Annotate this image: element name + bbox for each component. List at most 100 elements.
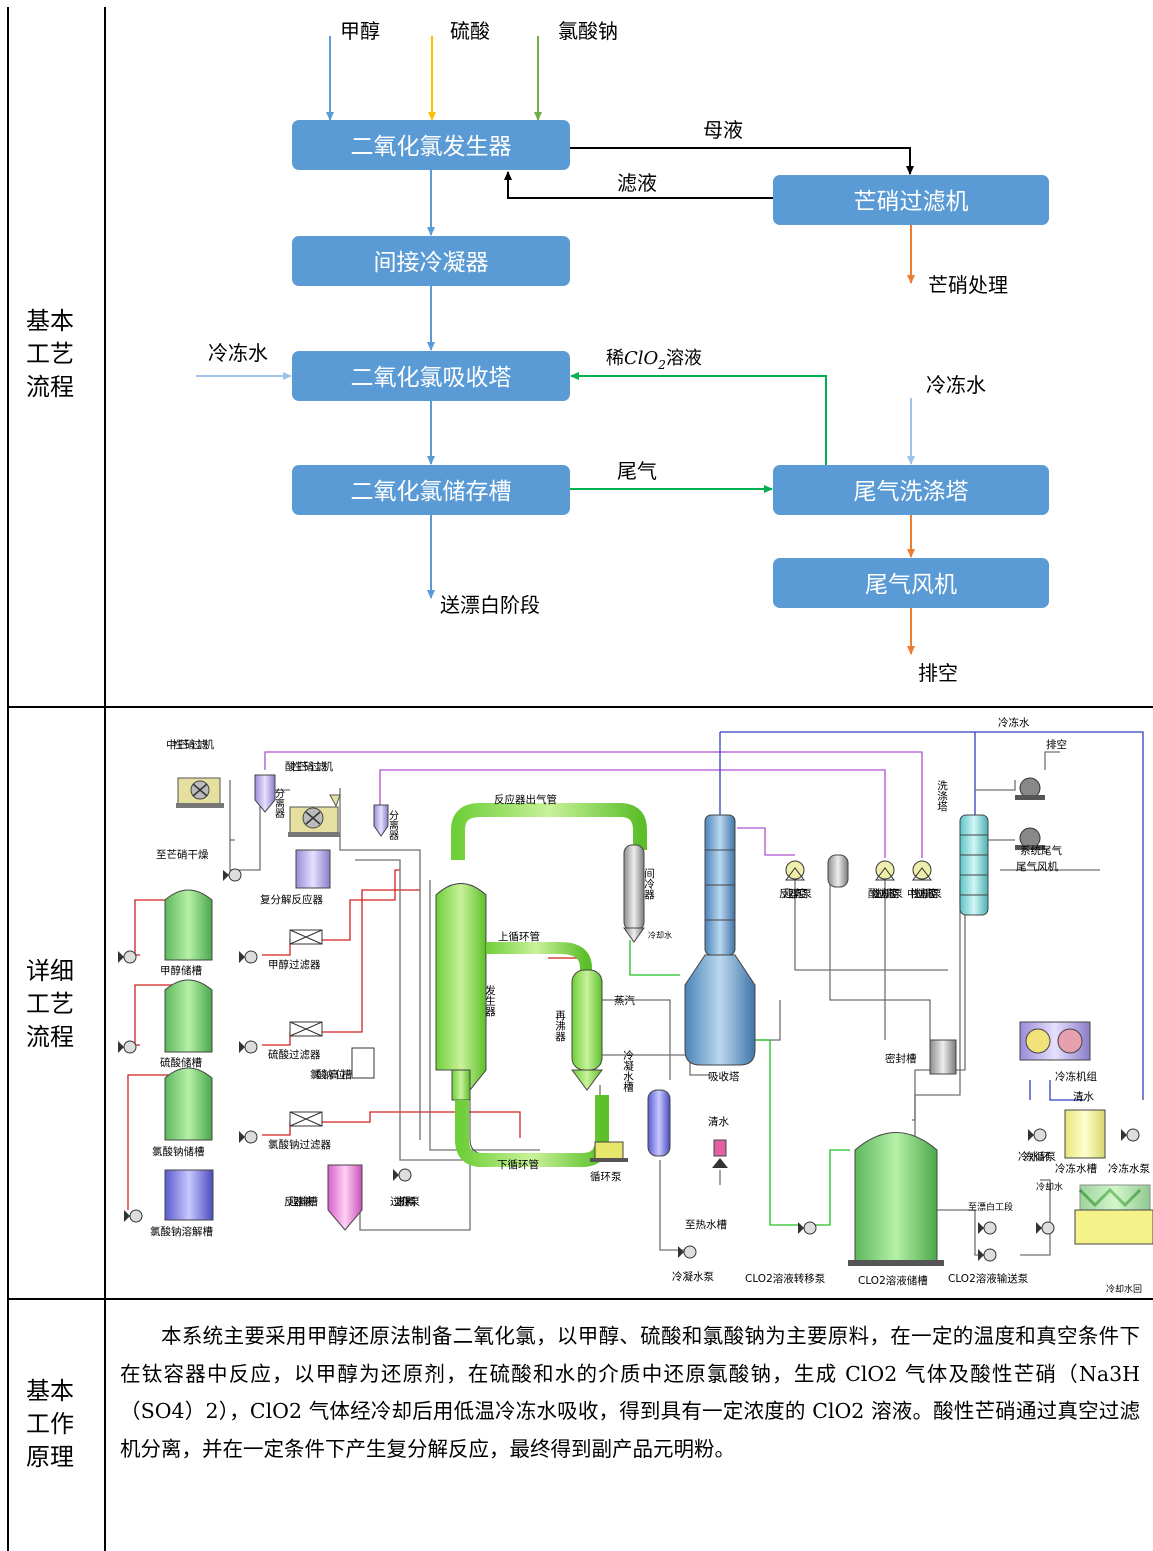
condensate-tank (647, 1089, 671, 1157)
grey-line-20 (1020, 1179, 1051, 1256)
purple-line-top (264, 751, 923, 858)
acid-vacuum-pump (875, 860, 895, 881)
acid-filter (288, 794, 341, 837)
treatment-label: 芒硝处理 (928, 273, 1008, 297)
seal-tank (929, 1039, 957, 1075)
fan-box (773, 558, 1049, 608)
system-tail-gas-label: 系统尾气 (1020, 844, 1062, 857)
detail-flow-diagram: 中性芒硝过滤机 至芒硝干燥 分离器 分离器 酸性芒硝过滤机 复分解反应器 甲醇储… (118, 716, 1153, 1295)
absorber-box (292, 351, 570, 401)
grey-line-1 (229, 780, 235, 841)
clo2-storage-tank (848, 1132, 944, 1266)
scrubber-tower (959, 814, 989, 916)
acid-filter-device-label: 硫酸过滤器 (268, 1048, 321, 1061)
pump-methanol-left (118, 950, 137, 964)
grey-line-18 (1044, 751, 1060, 770)
chilled-water-right-label: 冷冻水 (926, 373, 986, 397)
to-hot-water-label: 至热水槽 (685, 1218, 727, 1231)
clo2-feed-pump-1 (978, 1221, 997, 1235)
storage-box (292, 465, 570, 515)
circulation-pump (590, 1141, 628, 1162)
red-acid-feed (262, 889, 420, 1046)
cooling-tower-water-label: 冷却水 (1036, 1181, 1063, 1193)
pump-metathesis (223, 868, 242, 882)
chilled-circ-pump (1028, 1128, 1047, 1142)
clean-water-label-2: 清水 (1073, 1090, 1095, 1103)
methanol-tank-label: 甲醇储槽 (160, 964, 202, 977)
red-chlorate-line (127, 1074, 180, 1210)
cooling-water-label: 冷却水 (648, 930, 672, 940)
grey-storage-up (914, 880, 961, 1140)
grey-line-10 (829, 870, 931, 1040)
reactor-vacuum-pump (785, 860, 805, 881)
methanol-tank (164, 889, 213, 961)
seal-tank-label: 密封槽 (885, 1052, 917, 1065)
sodium-chlorate-label: 氯酸钠 (558, 19, 618, 43)
grey-line-15 (755, 1000, 781, 1041)
cooling-pump (1036, 1221, 1055, 1235)
reboiler-label: 再沸器 (554, 1010, 566, 1042)
acid-tank-label: 硫酸储槽 (160, 1056, 202, 1069)
cooling-tower (1074, 1184, 1153, 1245)
filter-box (773, 175, 1049, 225)
pump-acid-left (118, 1040, 137, 1054)
row-label-basic-flow: 基本 工艺 流程 (26, 307, 74, 401)
row-label-detail-flow: 详细 工艺 流程 (26, 957, 74, 1051)
absorber-label-detail: 吸收塔 (708, 1070, 740, 1083)
vacuum-receiver (827, 854, 849, 888)
acid-filter-device (289, 1021, 323, 1037)
methanol-label: 甲醇 (340, 19, 380, 43)
condenser-label-detail: 间冷器 (643, 867, 655, 900)
chlorate-dissolve-label: 氯酸钠溶解槽 (150, 1225, 213, 1238)
methanol-filter (289, 929, 323, 945)
generator-box (292, 120, 570, 170)
to-bleaching-label: 送漂白阶段 (440, 593, 540, 617)
generator-vessel (435, 803, 647, 1167)
pump-acid-right (239, 1040, 258, 1054)
chilled-water-top-line (720, 731, 1144, 1100)
condenser-box (292, 236, 570, 286)
reactor-drain-label: 反应器排液槽 (284, 1195, 319, 1208)
neutral-filter (176, 777, 224, 808)
metathesis-label: 复分解反应器 (260, 893, 323, 906)
neutral-vacuum-pump-label: 中性过滤机真空泵 (907, 887, 943, 900)
grey-line-8 (659, 1160, 685, 1251)
dilute-clo2-line (570, 372, 827, 465)
row-label-principle: 基本 工作 原理 (26, 1377, 74, 1471)
purple-line-3 (737, 827, 795, 856)
vent-detail-label: 排空 (1046, 738, 1067, 751)
separator-2 (373, 804, 389, 837)
chiller-label: 冷冻机组 (1055, 1070, 1097, 1083)
filtrate-line (504, 171, 773, 199)
grey-line-7 (600, 1054, 710, 1076)
pipes (127, 731, 1144, 1256)
pump-methanol-right (239, 950, 258, 964)
basic-flow-diagram: 甲醇 硫酸 氯酸钠 二氧化氯发生器 间接冷凝器 二氧化氯吸收塔 二氧化氯储存槽 … (196, 19, 1049, 685)
separator-1 (254, 774, 276, 813)
green-line-2 (750, 1039, 800, 1226)
absorber-label: 二氧化氯吸收塔 (351, 365, 512, 391)
principle-paragraph: 本系统主要采用甲醇还原法制备二氧化氯，以甲醇、硫酸和氯酸钠为主要原料，在一定的温… (120, 1324, 1140, 1461)
table-column-divider (104, 7, 106, 1551)
condensate-tank-label: 冷凝水槽 (622, 1049, 634, 1093)
filtrate-label: 滤液 (617, 171, 657, 195)
chilled-water-left-label: 冷冻水 (208, 341, 268, 365)
red-methanol-feed (262, 869, 400, 956)
to-dryer-label: 至芒硝干燥 (156, 848, 209, 861)
scrubber-box (773, 465, 1049, 515)
to-bleach2-label: 至漂白工段 (968, 1201, 1013, 1213)
clean-water-valve (712, 1139, 728, 1168)
fan-label: 尾气风机 (865, 572, 957, 598)
acid-tank (164, 979, 213, 1053)
chilled-pump (1121, 1128, 1140, 1142)
condenser (623, 844, 645, 943)
chilled-water-tank-label: 冷冻水槽 (1055, 1162, 1097, 1175)
chiller-unit (1019, 1021, 1091, 1061)
scrubber-label-detail: 洗涤塔 (936, 780, 948, 812)
cooling-return-label: 冷却水回 (1106, 1283, 1142, 1295)
pump-chlorate-right (239, 1130, 258, 1144)
filter-label: 芒硝过滤机 (854, 189, 969, 215)
dilute-clo2-label: 稀ClO2溶液 (606, 348, 702, 372)
generator-label-detail: 发生器 (484, 984, 496, 1017)
chlorate-tank (164, 1067, 213, 1141)
